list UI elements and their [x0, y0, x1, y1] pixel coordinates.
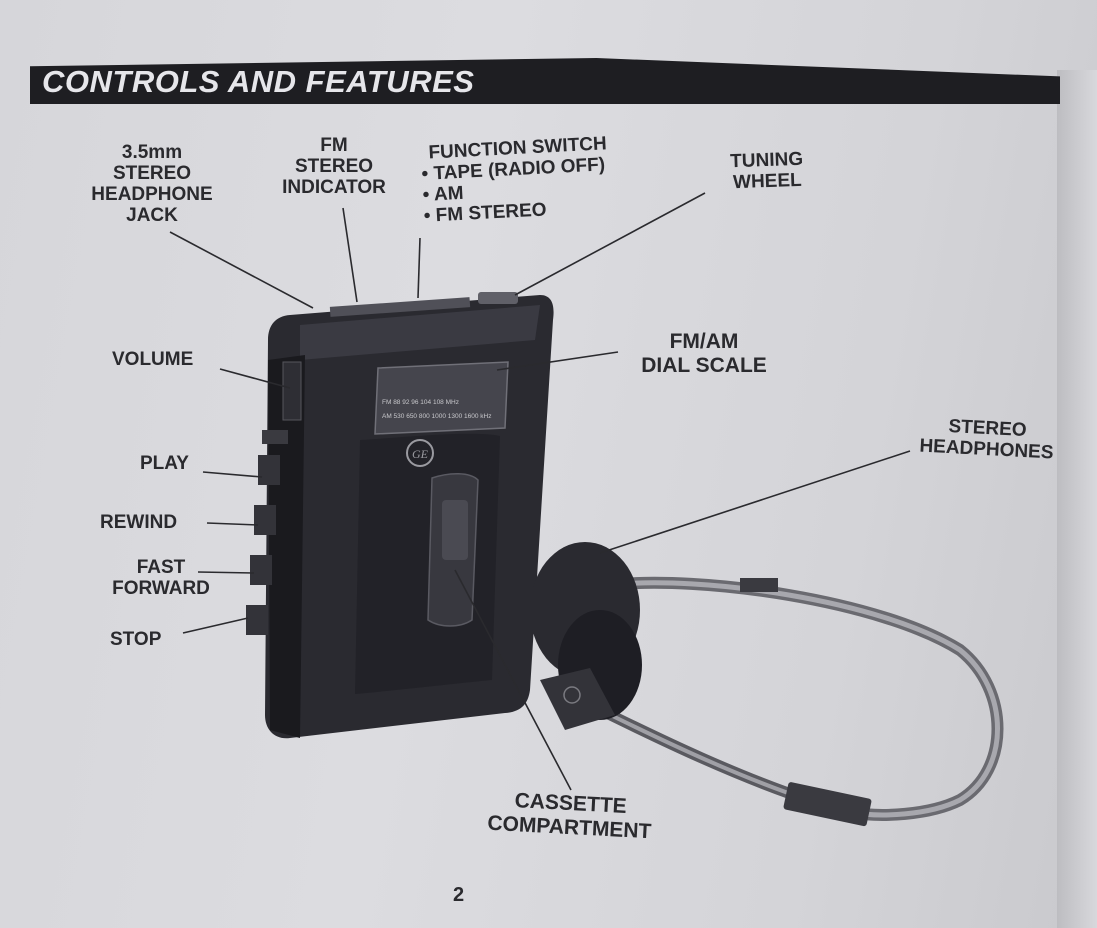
function-switch-label: FUNCTION SWITCH TAPE (RADIO OFF) AM FM S…: [420, 133, 611, 227]
stereo-headphones-label: STEREO HEADPHONES: [918, 415, 1054, 464]
volume-label: VOLUME: [112, 349, 194, 370]
headphone-jack-label: 3.5mm STEREO HEADPHONE JACK: [91, 142, 213, 226]
dial-scale-label: FM/AM DIAL SCALE: [641, 330, 767, 377]
fm-scale-text: FM 88 92 96 104 108 MHz: [382, 399, 459, 406]
ge-logo: [406, 439, 434, 467]
tuning-wheel-shape: [478, 292, 518, 304]
dial-window: [374, 361, 509, 435]
rewind-button-shape: [254, 505, 276, 535]
stop-label: STOP: [110, 629, 162, 650]
headband-highlight: [609, 580, 1000, 818]
player-side: [268, 355, 305, 738]
band-clip: [740, 578, 778, 592]
rewind-label: REWIND: [100, 512, 178, 533]
fast-forward-label: FAST FORWARD: [112, 557, 210, 599]
headband: [609, 576, 1004, 821]
play-label: PLAY: [140, 453, 189, 474]
page-number: 2: [453, 884, 465, 906]
play-button-shape: [258, 455, 280, 485]
svg-text:GE: GE: [412, 447, 429, 461]
tuning-wheel-label: TUNING WHEEL: [729, 148, 804, 194]
stop-button-shape: [246, 605, 268, 635]
page-title: CONTROLS AND FEATURES: [42, 64, 475, 99]
player-top: [300, 305, 540, 360]
leader-lines: [169, 192, 911, 791]
page-edge: [1057, 70, 1097, 928]
fm-stereo-indicator-label: FM STEREO INDICATOR: [282, 135, 386, 198]
band-slider: [783, 782, 872, 827]
am-scale-text: AM 530 650 800 1000 1300 1600 kHz: [382, 413, 492, 420]
button-top: [262, 430, 288, 444]
earcup-hinge: [540, 668, 615, 730]
ff-button-shape: [250, 555, 272, 585]
front-panel: [355, 433, 500, 694]
volume-wheel-shape: [282, 361, 302, 421]
